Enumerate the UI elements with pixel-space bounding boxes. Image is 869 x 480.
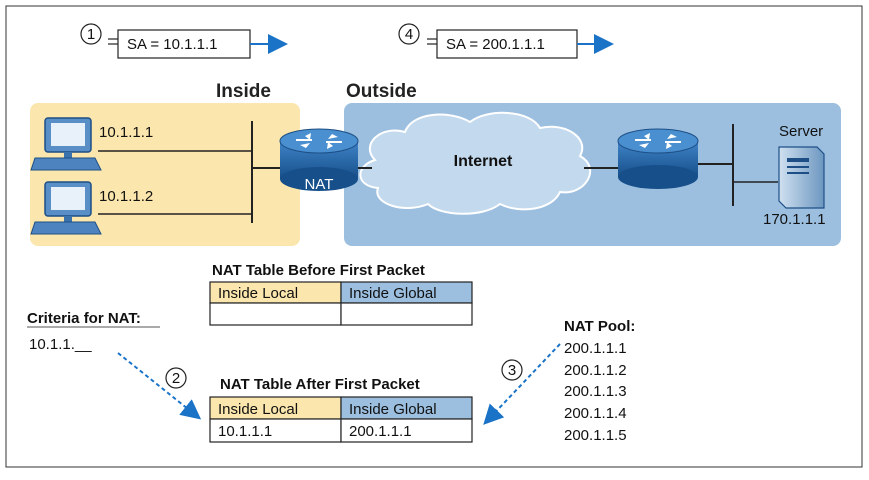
nat-table-after: Inside Local Inside Global 10.1.1.1 200.…	[209, 396, 473, 443]
host-pc-2	[30, 181, 102, 235]
server-label: Server	[779, 123, 823, 140]
table-after-title: NAT Table After First Packet	[220, 376, 420, 393]
server-icon	[778, 146, 825, 209]
table-after-header-global: Inside Global	[349, 401, 437, 418]
pool-title: NAT Pool:	[564, 318, 635, 335]
pool-to-table-arrow	[483, 343, 561, 425]
packet-1: 1 SA = 10.1.1.1	[80, 23, 288, 59]
step-3-number: 3	[508, 362, 516, 379]
step-4-badge	[398, 23, 420, 45]
pool-address-4: 200.1.1.4	[564, 405, 627, 422]
server-ip: 170.1.1.1	[763, 211, 826, 228]
table-before-header-local: Inside Local	[218, 285, 298, 302]
table-after-header-local: Inside Local	[218, 401, 298, 418]
pool-address-2: 200.1.1.2	[564, 362, 627, 379]
host-2-ip: 10.1.1.2	[99, 188, 153, 205]
packet-1-source-address: SA = 10.1.1.1	[127, 36, 218, 53]
internet-cloud: Internet	[359, 111, 592, 215]
packet-4: 4 SA = 200.1.1.1	[398, 23, 614, 59]
table-before-title: NAT Table Before First Packet	[212, 262, 425, 279]
nat-router: NAT	[279, 128, 359, 193]
nat-router-label: NAT	[305, 176, 334, 193]
table-after-cell-local: 10.1.1.1	[218, 423, 272, 440]
inside-zone-label: Inside	[216, 81, 271, 102]
pool-address-3: 200.1.1.3	[564, 383, 627, 400]
step-1-badge	[80, 23, 102, 45]
step-3-badge	[501, 359, 523, 381]
step-1-number: 1	[87, 26, 95, 43]
host-pc-1	[30, 117, 102, 171]
outside-router	[617, 128, 699, 189]
pool-address-5: 200.1.1.5	[564, 427, 627, 444]
table-before-header-global: Inside Global	[349, 285, 437, 302]
step-4-number: 4	[405, 26, 413, 43]
packet-1-header	[117, 29, 251, 59]
pool-address-1: 200.1.1.1	[564, 340, 627, 357]
step-2-badge	[165, 367, 187, 389]
inside-zone	[30, 103, 300, 246]
packet-4-source-address: SA = 200.1.1.1	[446, 36, 545, 53]
outside-zone-label: Outside	[346, 81, 417, 102]
step-2-number: 2	[172, 370, 180, 387]
internet-label: Internet	[454, 153, 513, 170]
frame-border	[5, 5, 863, 468]
host-1-ip: 10.1.1.1	[99, 124, 153, 141]
criteria-to-table-arrow	[117, 352, 202, 420]
table-after-cell-global: 200.1.1.1	[349, 423, 412, 440]
nat-table-before: Inside Local Inside Global	[209, 281, 473, 326]
criteria-value: 10.1.1.__	[29, 336, 92, 353]
criteria-title: Criteria for NAT:	[27, 310, 141, 327]
